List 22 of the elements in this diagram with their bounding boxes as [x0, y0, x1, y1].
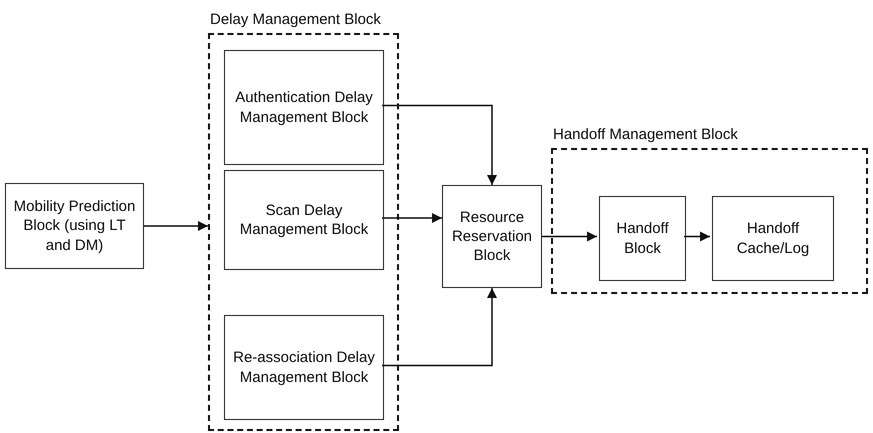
group-heading: Handoff Management Block [553, 126, 739, 143]
arrow [382, 288, 497, 366]
arrow [144, 221, 208, 231]
box-label: Resource Reservation Block [450, 208, 534, 266]
process-box [599, 196, 686, 281]
process-box [5, 183, 144, 269]
process-box [442, 185, 542, 288]
group-heading: Delay Management Block [210, 11, 382, 28]
process-box [224, 315, 384, 420]
arrow [382, 104, 497, 185]
process-box [224, 50, 384, 165]
box-label: Mobility Prediction Block (using LT and DM) [12, 197, 136, 255]
box-label: Authentication Delay Management Block [234, 88, 374, 127]
arrow [542, 232, 597, 242]
process-box [712, 196, 834, 281]
box-label: Handoff Cache/Log [736, 219, 810, 258]
arrow [382, 213, 442, 223]
box-label: Scan Delay Management Block [238, 200, 370, 240]
arrow [684, 232, 710, 242]
box-label: Handoff Block [615, 219, 670, 258]
box-label: Re-association Delay Management Block [232, 348, 376, 387]
process-box [224, 170, 384, 270]
